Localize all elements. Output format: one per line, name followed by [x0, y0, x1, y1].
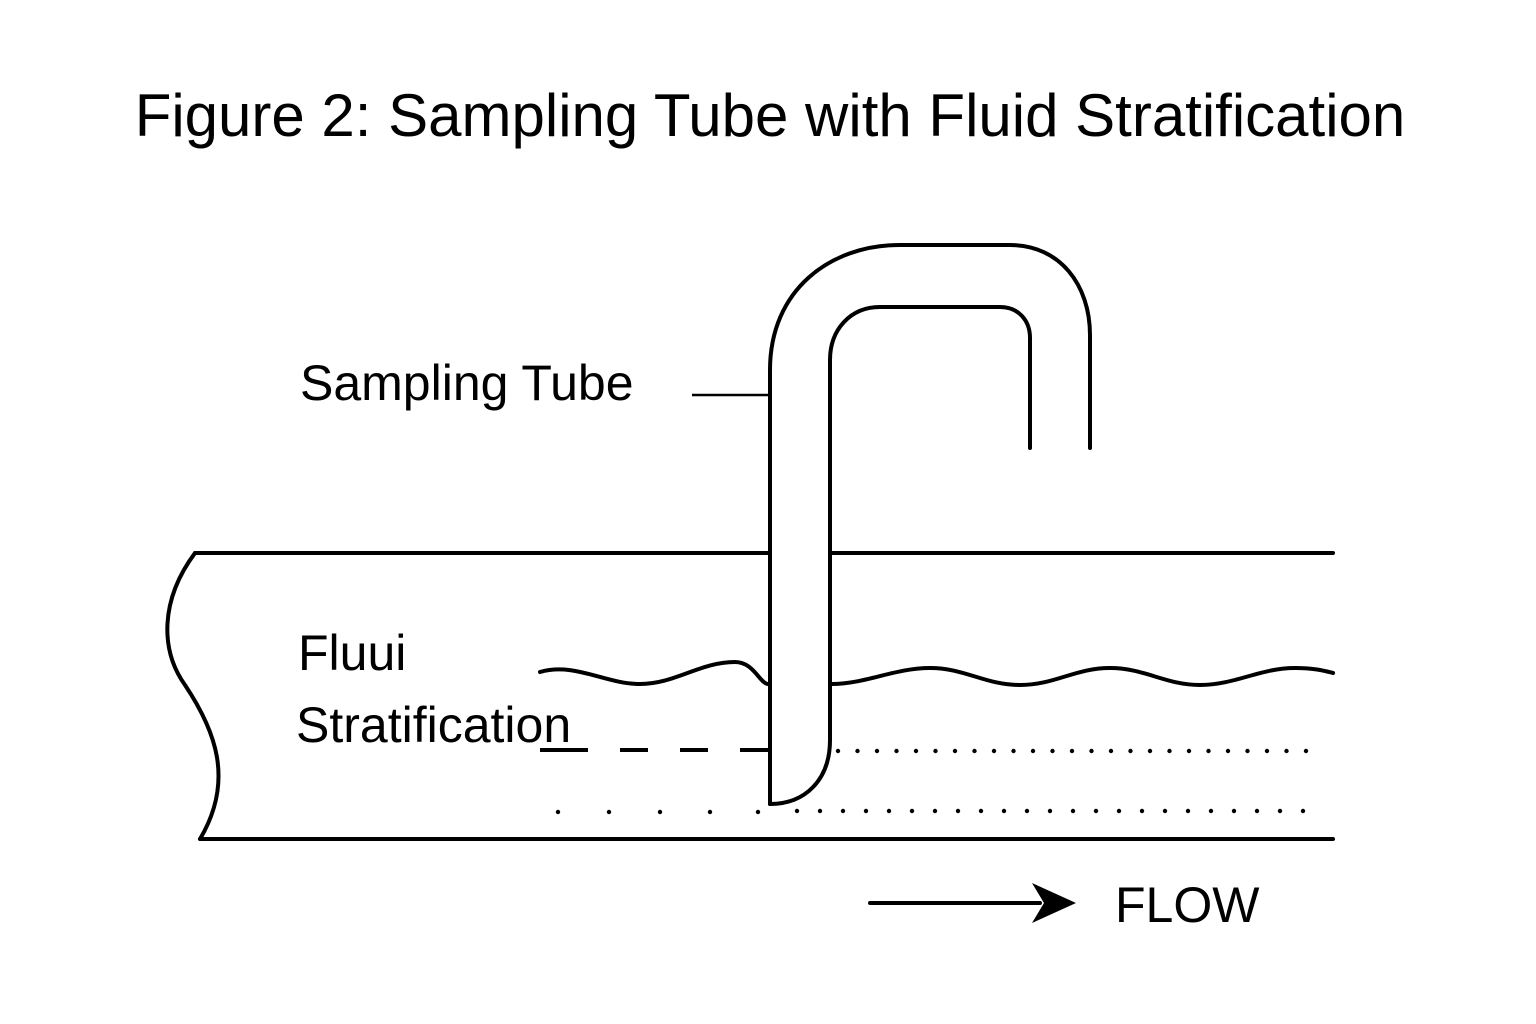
stratification-label-line1: Fluui	[298, 625, 406, 681]
stratum-dot	[1147, 748, 1153, 754]
stratum-dot	[1047, 808, 1053, 814]
dotted-layer-lower	[555, 808, 1306, 815]
pipe-broken-end	[165, 551, 221, 841]
stratum-dot	[913, 748, 919, 754]
stratum-dot	[1001, 808, 1007, 814]
sampling-tube-tip	[768, 738, 832, 806]
stratum-dot	[1024, 808, 1030, 814]
stratum-dot	[1116, 808, 1122, 814]
stratum-dot	[894, 748, 899, 754]
stratum-dot	[863, 808, 869, 814]
stratum-dot	[1231, 808, 1237, 814]
stratum-dot	[1284, 748, 1289, 754]
stratum-dot	[886, 808, 892, 814]
sampling-tube	[768, 243, 1092, 806]
stratum-dot	[855, 748, 860, 754]
stratum-dot	[1208, 808, 1214, 814]
stratum-dot	[991, 748, 997, 754]
stratum-dot	[1167, 748, 1172, 754]
stratum-dot	[657, 809, 663, 815]
stratum-dot	[1185, 808, 1191, 814]
sampling-tube-outer-wall	[768, 243, 1092, 806]
stratum-dot	[1069, 748, 1075, 754]
sampling-tube-inner-wall	[828, 305, 1032, 742]
stratification-label-line2: Stratification	[296, 697, 571, 753]
stratum-dot	[1186, 748, 1192, 754]
wavy-line-left	[538, 660, 772, 686]
stratum-dot	[1050, 748, 1055, 754]
stratum-dot	[1070, 808, 1076, 814]
flow-arrow-head-icon	[1032, 883, 1076, 923]
flow-label: FLOW	[1115, 877, 1260, 933]
stratum-dot	[1245, 748, 1250, 754]
stratum-dot	[978, 808, 984, 814]
stratum-dot	[874, 748, 880, 754]
stratum-dot	[1030, 748, 1036, 754]
stratum-dot	[952, 748, 958, 754]
stratum-dot	[817, 808, 823, 814]
stratum-dot	[1264, 748, 1270, 754]
pipe	[165, 551, 1335, 841]
stratum-dot	[1303, 748, 1309, 754]
stratum-dot	[1128, 748, 1133, 754]
stratum-dot	[1206, 748, 1211, 754]
wavy-line-right	[830, 666, 1335, 687]
stratum-dot	[555, 809, 561, 815]
dotted-layer-upper	[835, 748, 1309, 754]
stratum-dot	[1225, 748, 1231, 754]
wavy-interface	[538, 660, 1335, 687]
stratum-dot	[972, 748, 977, 754]
stratum-dot	[606, 809, 612, 815]
stratum-dot	[933, 748, 938, 754]
stratum-dot	[1162, 808, 1168, 814]
stratum-dot	[1011, 748, 1016, 754]
stratum-dot	[955, 808, 961, 814]
sampling-tube-label: Sampling Tube	[300, 355, 634, 411]
stratum-dot	[932, 808, 938, 814]
stratum-dot	[794, 808, 800, 814]
stratum-dot	[1139, 808, 1145, 814]
stratum-dot	[1089, 748, 1094, 754]
stratum-dot	[909, 808, 915, 814]
stratum-dot	[1254, 808, 1260, 814]
flow-arrow	[868, 883, 1076, 923]
stratum-dot	[1093, 808, 1099, 814]
stratum-dot	[1300, 808, 1306, 814]
stratum-dot	[1108, 748, 1114, 754]
stratum-dot	[707, 809, 713, 815]
stratum-dot	[840, 808, 846, 814]
stratum-dot	[835, 748, 841, 754]
stratum-dot	[755, 809, 761, 815]
stratum-dot	[1277, 808, 1283, 814]
figure-title: Figure 2: Sampling Tube with Fluid Strat…	[135, 82, 1406, 149]
